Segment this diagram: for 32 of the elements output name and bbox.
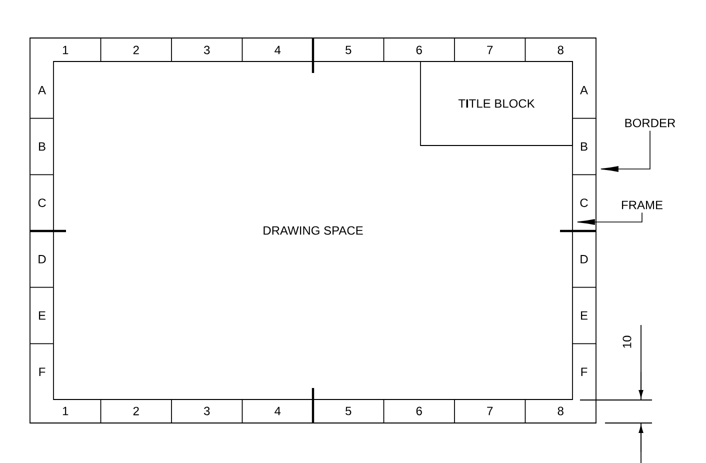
zone-number: 7 <box>487 406 493 416</box>
zone-letter: C <box>580 198 588 208</box>
zone-number: 8 <box>558 406 564 416</box>
zone-letter: E <box>581 311 588 320</box>
zone-number: 4 <box>274 406 281 416</box>
zone-number: 2 <box>133 46 139 54</box>
zone-number: 4 <box>274 46 281 54</box>
zone-number: 1 <box>62 406 68 416</box>
zone-letter: F <box>39 368 46 376</box>
leader-text: BORDER <box>625 118 676 128</box>
zone-number: 3 <box>204 46 210 54</box>
zone-number: 2 <box>133 406 139 416</box>
zone-letter: A <box>38 86 46 94</box>
dimension-value: 10 <box>622 336 632 348</box>
leader-line <box>576 212 642 225</box>
zone-letter: F <box>581 368 588 376</box>
title-block: TITLE BLOCK <box>420 61 573 146</box>
leader-text: FRAME <box>622 200 662 210</box>
sheet-border <box>30 38 596 424</box>
zone-letter: D <box>38 255 46 264</box>
zone-letter: B <box>39 142 46 151</box>
zone-letter: C <box>38 198 46 208</box>
zone-letter: B <box>581 142 588 151</box>
zone-letter: D <box>580 255 588 264</box>
zone-number: 6 <box>416 406 422 416</box>
leader-line <box>600 130 650 172</box>
zone-letter: E <box>39 311 46 320</box>
zone-number: 6 <box>416 46 422 54</box>
zone-number: 5 <box>346 406 352 416</box>
zone-number: 5 <box>346 46 352 54</box>
zone-number: 1 <box>62 46 68 54</box>
zone-number: 3 <box>204 406 210 416</box>
